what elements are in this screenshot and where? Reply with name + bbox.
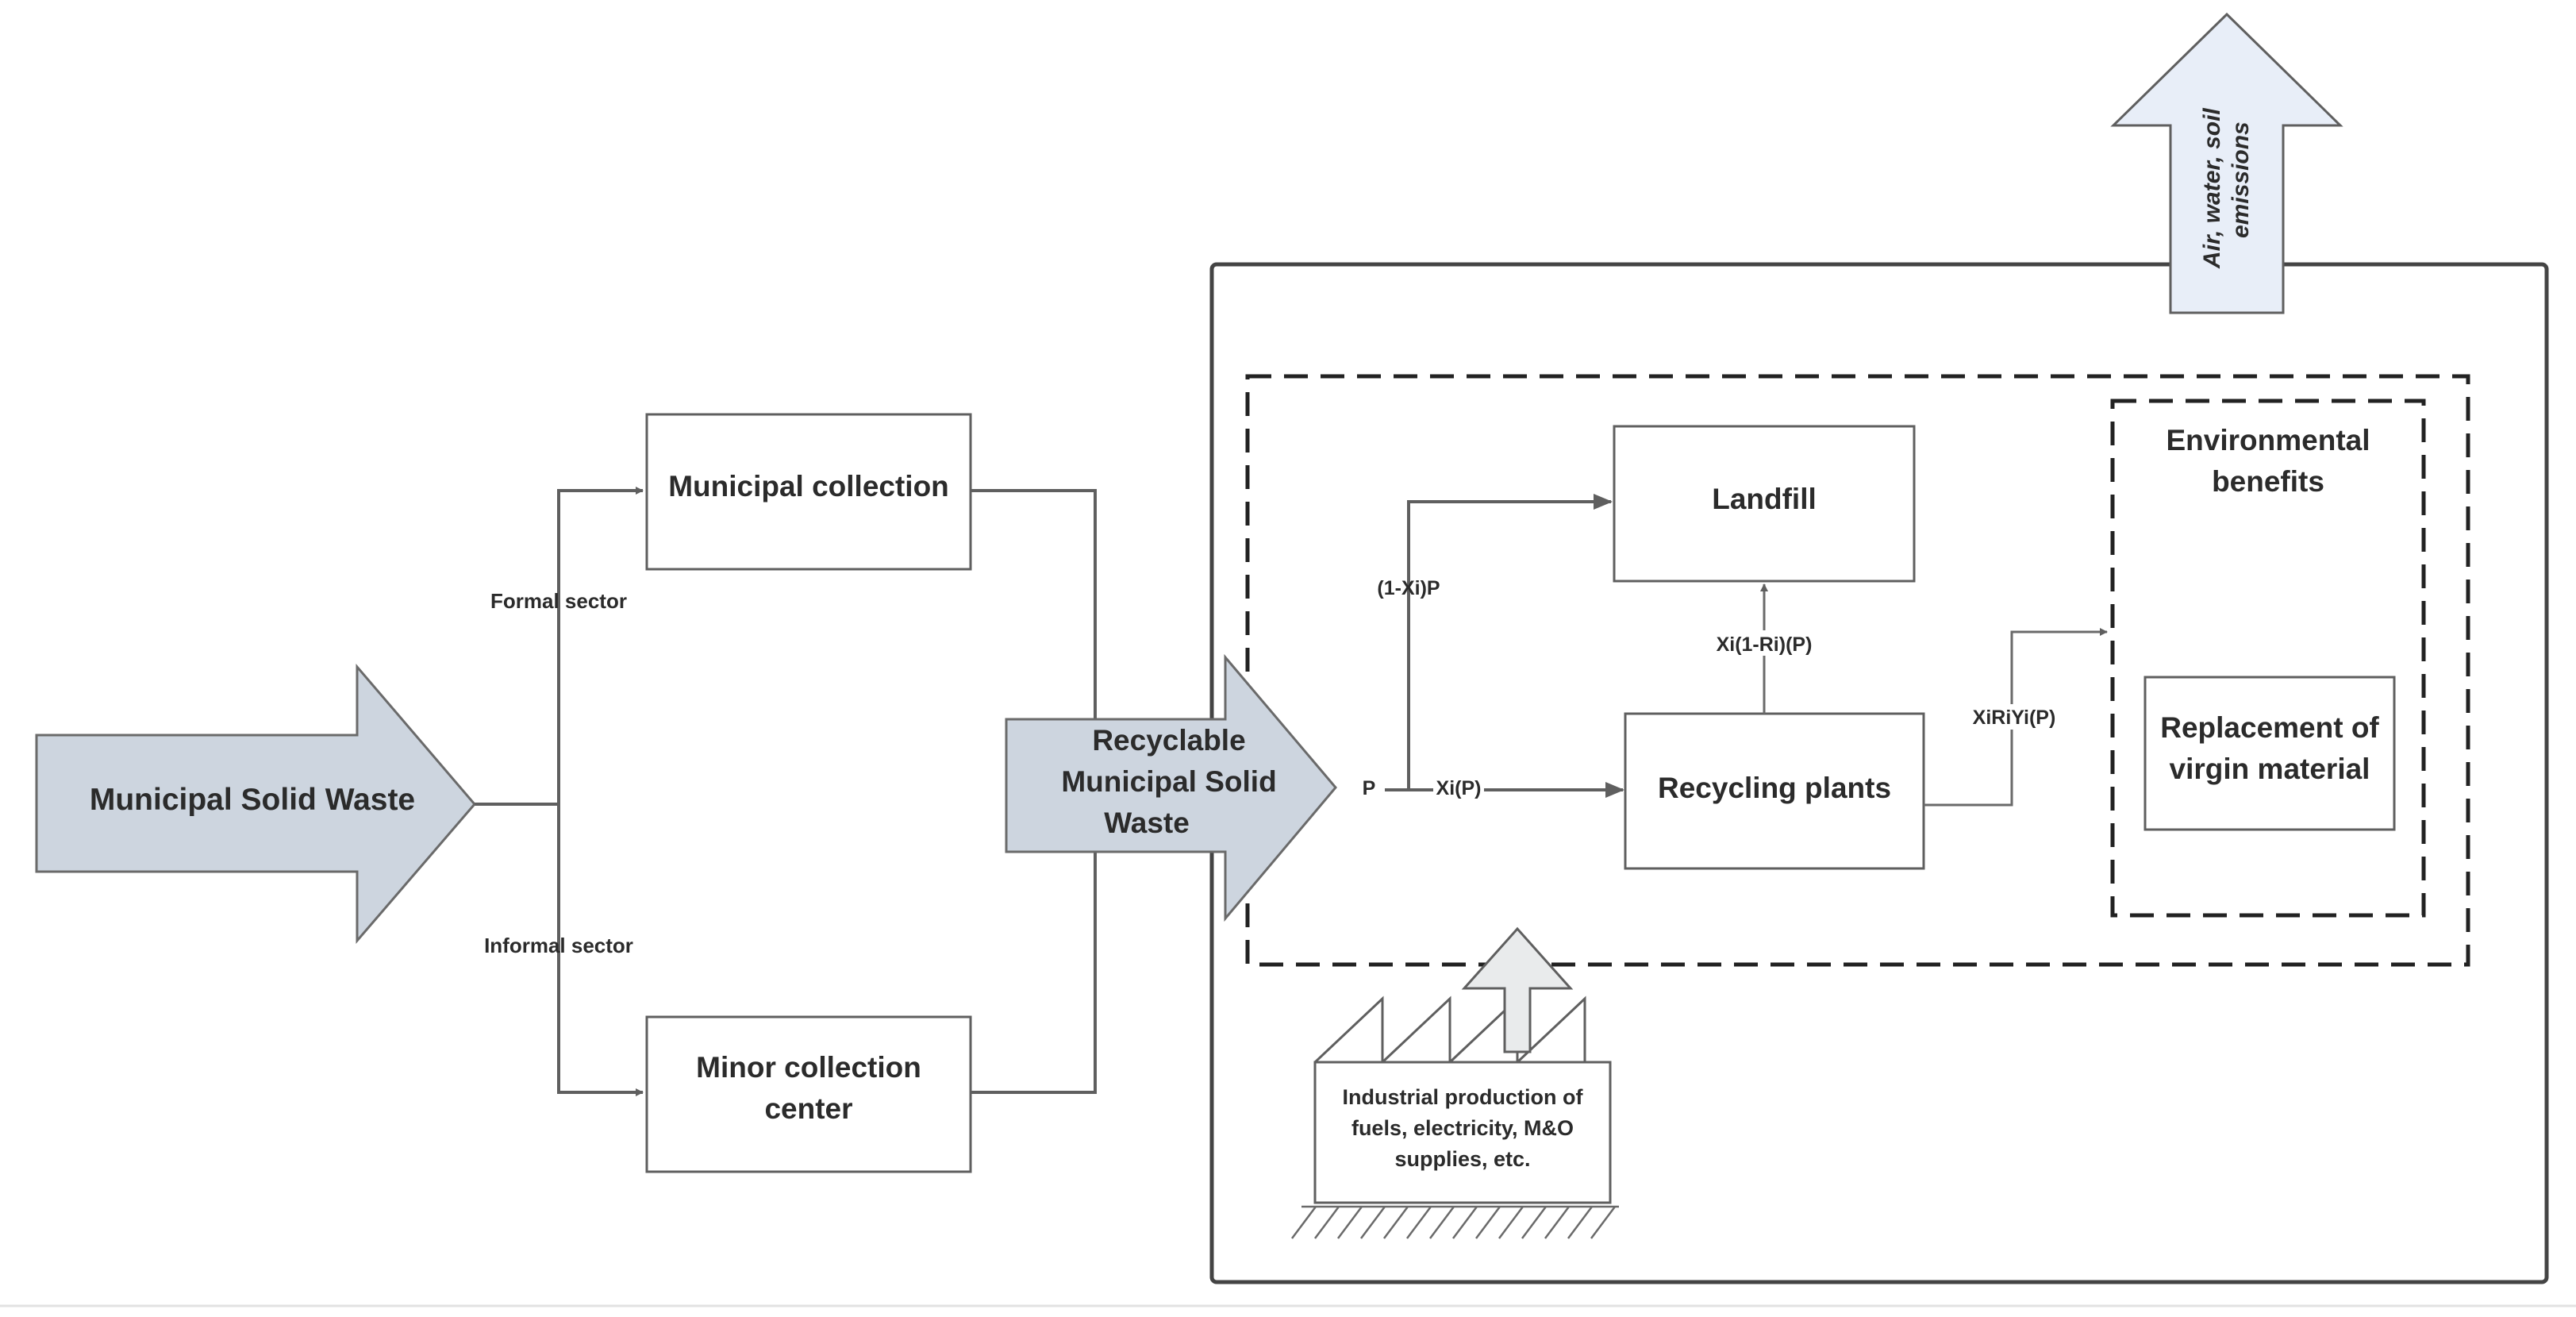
xi-one-minus-ri-p-label: Xi(1-Ri)(P) [1717, 633, 1813, 656]
recycling-process-boundary [1245, 374, 2470, 967]
landfill-box [1613, 425, 1916, 583]
landfill-direct-flow-line [1407, 494, 1613, 790]
xi-p-label: Xi(P) [1436, 777, 1482, 799]
emissions-label-2: emissions [2228, 121, 2254, 238]
recyclable-msw-label-2: Municipal Solid [1061, 765, 1276, 798]
recyclable-msw-label-3: Waste [1104, 807, 1190, 839]
industrial-label-3: supplies, etc. [1394, 1147, 1530, 1171]
industrial-label-2: fuels, electricity, M&O [1351, 1116, 1574, 1140]
industrial-box [1313, 1061, 1612, 1204]
informal-branch-line [557, 804, 644, 1096]
environmental-benefits-label-2: benefits [2212, 465, 2324, 498]
landfill-label: Landfill [1712, 483, 1817, 515]
minor-collection-label-1: Minor collection [696, 1051, 921, 1084]
p-label: P [1363, 777, 1376, 799]
replacement-label-1: Replacement of [2160, 711, 2379, 744]
formal-sector-label: Formal sector [490, 589, 627, 613]
informal-sector-label: Informal sector [484, 934, 633, 957]
formal-branch-line [557, 487, 644, 804]
environmental-benefits-label-1: Environmental [2167, 424, 2370, 456]
environmental-benefits-boundary [2110, 399, 2426, 918]
residue-label-bg [1710, 630, 1821, 656]
xiriyi-label-bg [1968, 704, 2060, 730]
municipal-collection-label: Municipal collection [668, 470, 949, 503]
msw-arrow: Municipal Solid Waste [35, 663, 476, 945]
minor-collection-label-2: center [764, 1092, 852, 1125]
industrial-label-1: Industrial production of [1343, 1085, 1584, 1109]
one-minus-xi-p-label: (1-Xi)P [1377, 577, 1440, 599]
emissions-arrow: Air, water, soil emissions [2110, 12, 2343, 314]
recyclable-msw-label-1: Recyclable [1092, 724, 1245, 757]
replacement-box [2143, 676, 2396, 831]
xiriyi-p-label: XiRiYi(P) [1973, 707, 2056, 729]
recyclable-msw-arrow: Recyclable Municipal Solid Waste [1005, 653, 1337, 922]
factory-icon: Industrial production of fuels, electric… [1291, 926, 1619, 1239]
recycling-plants-box [1624, 712, 1925, 870]
ground-hatch [1291, 1205, 1619, 1239]
recycling-plants-label: Recycling plants [1658, 772, 1891, 804]
minor-collection-box [645, 1015, 972, 1173]
msw-label: Municipal Solid Waste [90, 783, 415, 817]
replacement-label-2: virgin material [2170, 753, 2370, 785]
xi-p-label-bg [1433, 775, 1484, 800]
emissions-label-1: Air, water, soil [2199, 108, 2225, 269]
